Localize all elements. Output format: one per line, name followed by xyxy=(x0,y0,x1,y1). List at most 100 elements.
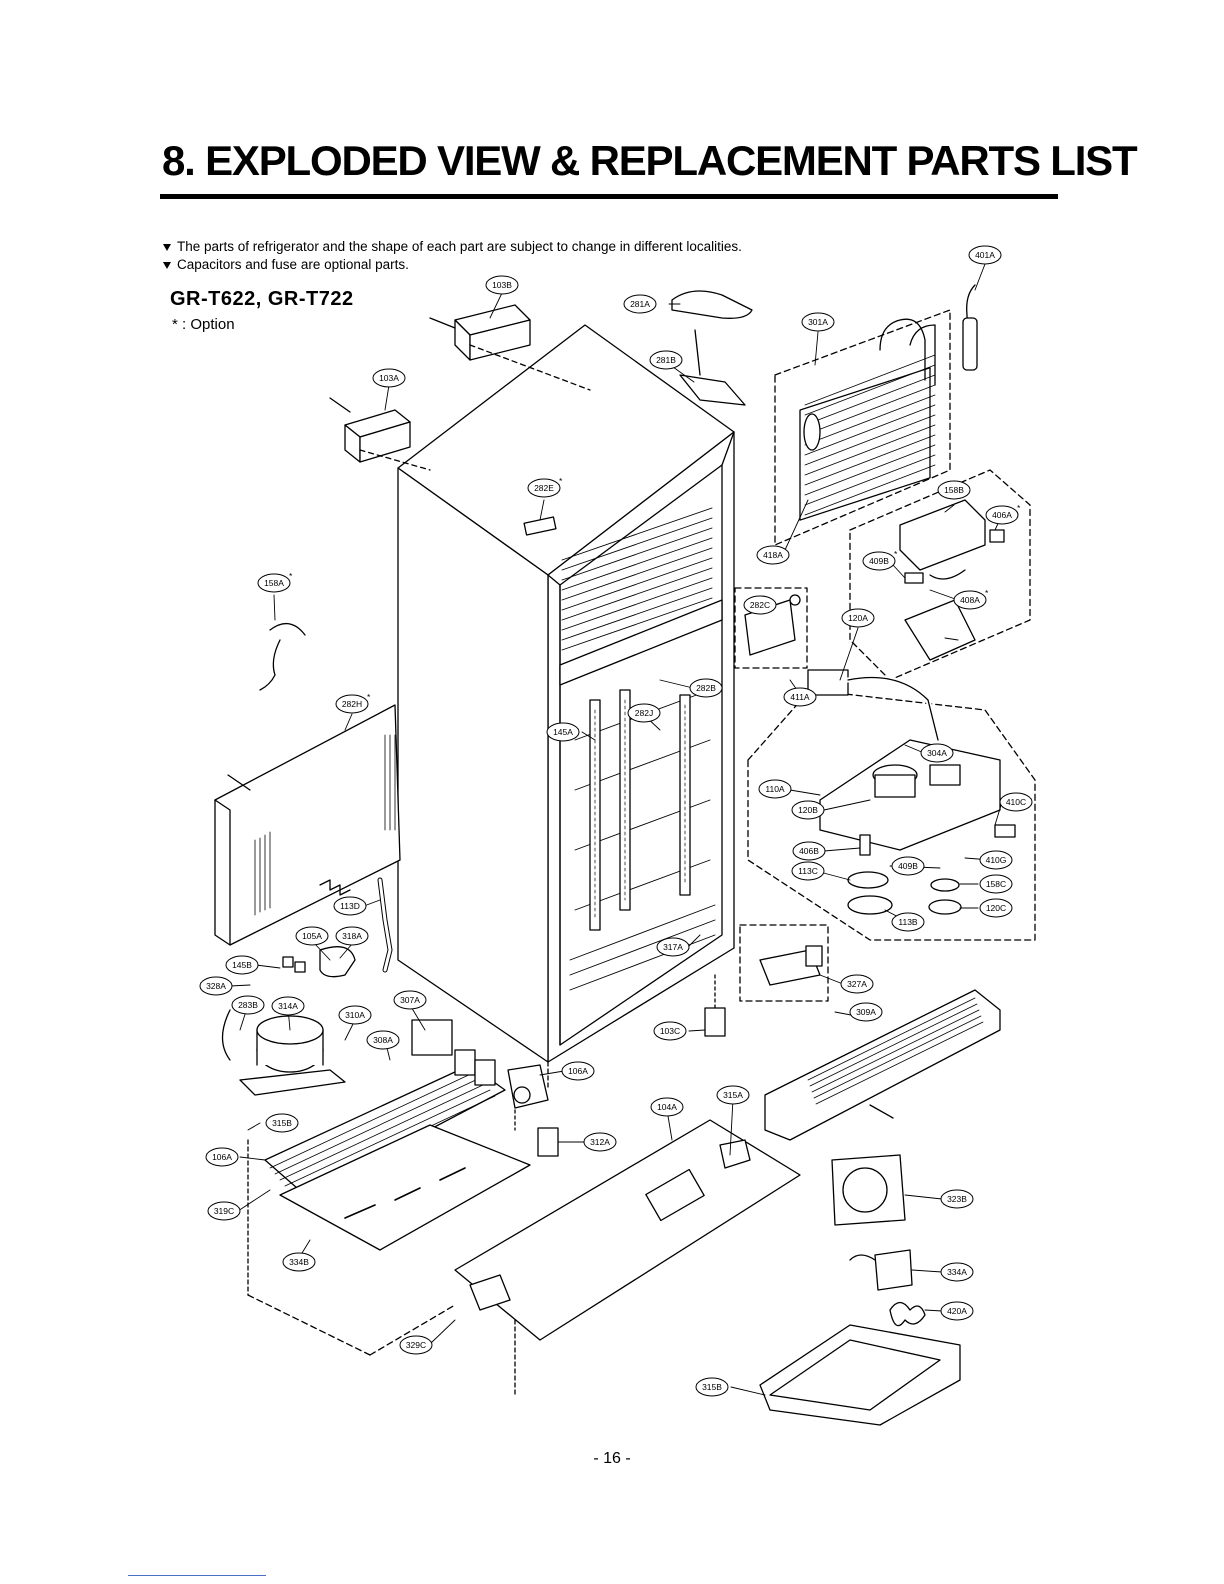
callout-text: 158C xyxy=(986,879,1006,889)
option-mark: * xyxy=(559,476,563,486)
callout-282h: 282H* xyxy=(335,692,371,714)
callout-bubble xyxy=(791,800,825,820)
callout-282e: 282E* xyxy=(527,476,563,498)
callout-bubble xyxy=(205,1147,239,1167)
option-mark: * xyxy=(894,549,898,559)
callout-bubble xyxy=(849,1002,883,1022)
callout-317a: 317A xyxy=(656,937,690,957)
callout-106a: 106A xyxy=(205,1147,239,1167)
callout-text: 113C xyxy=(798,866,818,876)
callout-bubble xyxy=(801,312,835,332)
callout-text: 158B xyxy=(944,485,964,495)
top-cover-parts xyxy=(329,304,591,471)
option-mark: * xyxy=(367,692,371,702)
callout-bubble xyxy=(891,912,925,932)
callout-105a: 105A xyxy=(295,926,329,946)
callout-334b: 334B xyxy=(282,1252,316,1272)
callout-text: 120B xyxy=(798,805,818,815)
callout-113c: 113C xyxy=(791,861,825,881)
option-mark: * xyxy=(985,588,989,598)
callout-409b: 409B xyxy=(891,856,925,876)
callout-314a: 314A xyxy=(271,996,305,1016)
callout-120b: 120B xyxy=(791,800,825,820)
callout-text: 318A xyxy=(342,931,362,941)
callout-104a: 104A xyxy=(650,1097,684,1117)
callout-text: 317A xyxy=(663,942,683,952)
title-rule xyxy=(160,194,1058,199)
callout-bubble xyxy=(225,955,259,975)
callout-bubble xyxy=(271,996,305,1016)
callout-text: 120A xyxy=(848,613,868,623)
note-text: The parts of refrigerator and the shape … xyxy=(177,239,742,254)
leveling-parts-drawing xyxy=(507,974,726,1157)
back-cover-drawing xyxy=(214,704,401,946)
callout-103c: 103C xyxy=(653,1021,687,1041)
callout-text: 315B xyxy=(702,1382,722,1392)
callout-408a: 408A* xyxy=(953,588,989,610)
callout-bubble xyxy=(372,368,406,388)
callout-text: 113D xyxy=(340,901,360,911)
callout-text: 315A xyxy=(723,1090,743,1100)
callout-318a: 318A xyxy=(335,926,369,946)
callout-text: 314A xyxy=(278,1001,298,1011)
callout-bubble xyxy=(862,551,896,571)
callout-bubble xyxy=(393,990,427,1010)
callout-text: 145A xyxy=(553,727,573,737)
callout-text: 304A xyxy=(927,748,947,758)
grille-drawing xyxy=(764,989,1001,1141)
callout-text: 301A xyxy=(808,317,828,327)
callout-420a: 420A xyxy=(940,1301,974,1321)
callout-329c: 329C xyxy=(399,1335,433,1355)
notes: The parts of refrigerator and the shape … xyxy=(163,238,742,274)
callout-text: 334A xyxy=(947,1267,967,1277)
callout-text: 158A xyxy=(264,578,284,588)
callout-bubble xyxy=(792,841,826,861)
callout-bubble xyxy=(716,1085,750,1105)
lower-hinge-drawing xyxy=(739,924,829,1002)
callout-bubble xyxy=(979,874,1013,894)
callout-text: 406A xyxy=(992,510,1012,520)
callout-307a: 307A xyxy=(393,990,427,1010)
callout-315b: 315B xyxy=(695,1377,729,1397)
callout-text: 406B xyxy=(799,846,819,856)
callout-text: 145B xyxy=(232,960,252,970)
control-box-drawing xyxy=(747,669,1036,941)
callout-406a: 406A* xyxy=(985,503,1021,525)
triangle-bullet-icon xyxy=(163,243,171,251)
callout-158a: 158A* xyxy=(257,571,293,593)
callout-bubble xyxy=(257,573,291,593)
option-legend: * : Option xyxy=(172,316,235,333)
callout-281a: 281A xyxy=(623,294,657,314)
callout-283b: 283B xyxy=(231,995,265,1015)
callout-145b: 145B xyxy=(225,955,259,975)
callout-text: 106A xyxy=(568,1066,588,1076)
callout-103b: 103B xyxy=(485,275,519,295)
callout-text: 283B xyxy=(238,1000,258,1010)
callout-text: 329C xyxy=(406,1340,426,1350)
callout-text: 282J xyxy=(635,708,653,718)
callout-text: 411A xyxy=(790,692,810,702)
callout-text: 281B xyxy=(656,355,676,365)
callout-bubble xyxy=(527,478,561,498)
callout-text: 309A xyxy=(856,1007,876,1017)
callout-bubble xyxy=(399,1335,433,1355)
callout-406b: 406B xyxy=(792,841,826,861)
callout-text: 310A xyxy=(345,1010,365,1020)
callout-bubble xyxy=(265,1113,299,1133)
callout-281b: 281B xyxy=(649,350,683,370)
callout-text: 110A xyxy=(765,784,785,794)
note-item: Capacitors and fuse are optional parts. xyxy=(163,256,742,274)
callout-301a: 301A xyxy=(801,312,835,332)
callout-text: 103A xyxy=(379,373,399,383)
callout-bubble xyxy=(891,856,925,876)
callout-text: 308A xyxy=(373,1035,393,1045)
evaporator-drawing xyxy=(774,309,951,546)
callout-327a: 327A xyxy=(840,974,874,994)
callout-315a: 315A xyxy=(716,1085,750,1105)
callout-text: 315B xyxy=(272,1118,292,1128)
callout-bubble xyxy=(979,898,1013,918)
callout-145a: 145A xyxy=(546,722,580,742)
bottom-link-rule xyxy=(128,1575,266,1576)
callout-158b: 158B xyxy=(937,480,971,500)
callout-text: 334B xyxy=(289,1257,309,1267)
